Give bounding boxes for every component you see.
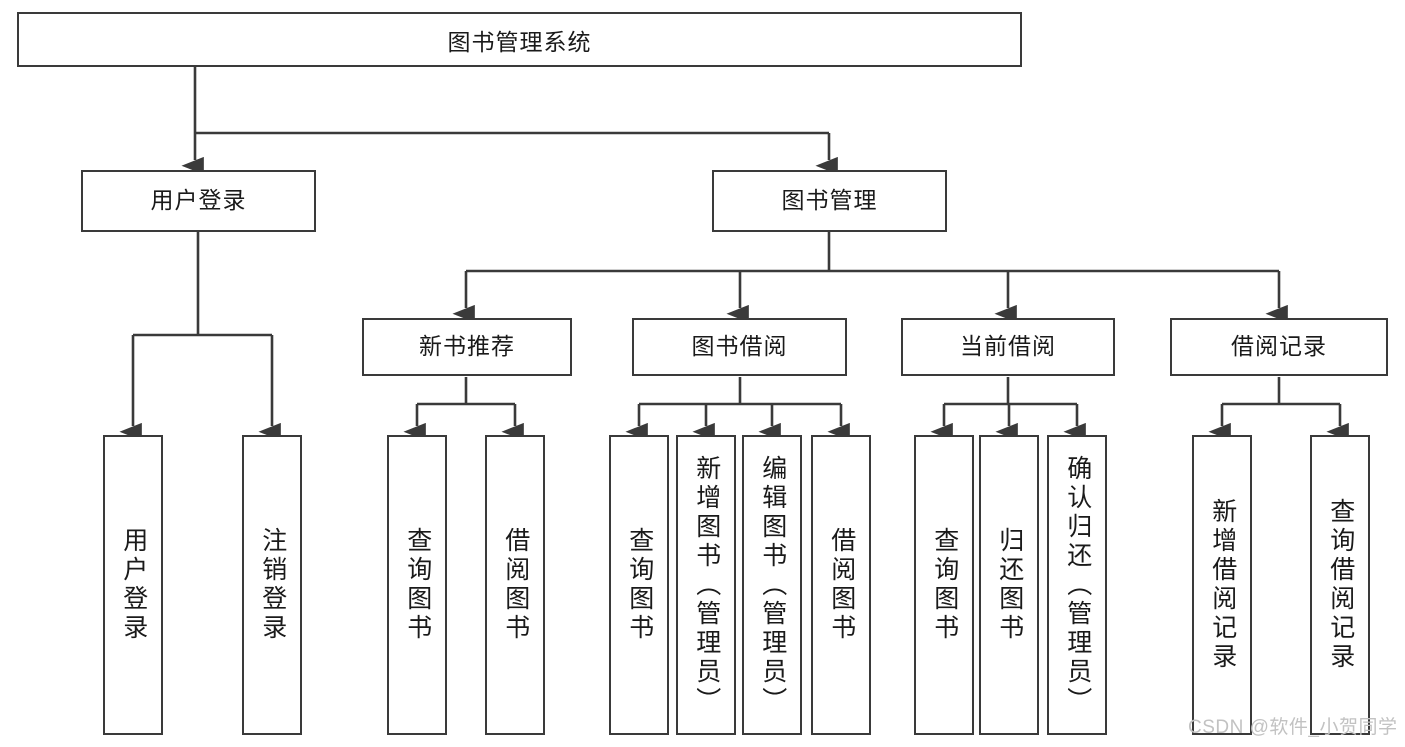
node-user-login[interactable]: 用户登录 bbox=[81, 170, 316, 232]
leaf-query-record[interactable]: 查询借阅记录 bbox=[1310, 435, 1370, 735]
node-current-borrow-label: 当前借阅 bbox=[960, 333, 1056, 360]
leaf-query-book-1-label: 查询图书 bbox=[403, 527, 432, 643]
leaf-query-book-3[interactable]: 查询图书 bbox=[914, 435, 974, 735]
leaf-borrow-book-2[interactable]: 借阅图书 bbox=[811, 435, 871, 735]
leaf-add-record[interactable]: 新增借阅记录 bbox=[1192, 435, 1252, 735]
leaf-return-book-label: 归还图书 bbox=[995, 527, 1024, 643]
leaf-logout-login-label: 注销登录 bbox=[258, 527, 287, 643]
leaf-query-book-3-label: 查询图书 bbox=[930, 527, 959, 643]
node-book-borrow-label: 图书借阅 bbox=[691, 333, 788, 360]
leaf-query-book-2[interactable]: 查询图书 bbox=[609, 435, 669, 735]
leaf-edit-book[interactable]: 编辑图书（管理员） bbox=[742, 435, 802, 735]
leaf-edit-book-label: 编辑图书（管理员） bbox=[758, 454, 787, 716]
leaf-query-book-2-label: 查询图书 bbox=[625, 527, 654, 643]
node-book-borrow[interactable]: 图书借阅 bbox=[632, 318, 847, 376]
leaf-user-login[interactable]: 用户登录 bbox=[103, 435, 163, 735]
leaf-query-record-label: 查询借阅记录 bbox=[1326, 498, 1355, 672]
node-book-manage[interactable]: 图书管理 bbox=[712, 170, 947, 232]
leaf-borrow-book-1-label: 借阅图书 bbox=[501, 527, 530, 643]
node-new-book-recommend-label: 新书推荐 bbox=[419, 333, 515, 360]
node-new-book-recommend[interactable]: 新书推荐 bbox=[362, 318, 572, 376]
node-user-login-label: 用户登录 bbox=[150, 187, 247, 214]
leaf-add-record-label: 新增借阅记录 bbox=[1208, 498, 1237, 672]
leaf-user-login-label: 用户登录 bbox=[119, 527, 148, 643]
node-root-system[interactable]: 图书管理系统 bbox=[17, 12, 1022, 67]
leaf-confirm-return[interactable]: 确认归还（管理员） bbox=[1047, 435, 1107, 735]
node-borrow-record[interactable]: 借阅记录 bbox=[1170, 318, 1388, 376]
leaf-add-book[interactable]: 新增图书（管理员） bbox=[676, 435, 736, 735]
node-root-label: 图书管理系统 bbox=[447, 28, 592, 55]
leaf-query-book-1[interactable]: 查询图书 bbox=[387, 435, 447, 735]
csdn-watermark: CSDN @软件_小贺同学 bbox=[1188, 717, 1398, 738]
leaf-return-book[interactable]: 归还图书 bbox=[979, 435, 1039, 735]
node-book-manage-label: 图书管理 bbox=[781, 187, 878, 214]
node-current-borrow[interactable]: 当前借阅 bbox=[901, 318, 1115, 376]
node-borrow-record-label: 借阅记录 bbox=[1231, 333, 1327, 360]
leaf-confirm-return-label: 确认归还（管理员） bbox=[1063, 454, 1092, 716]
leaf-borrow-book-2-label: 借阅图书 bbox=[827, 527, 856, 643]
leaf-borrow-book-1[interactable]: 借阅图书 bbox=[485, 435, 545, 735]
leaf-logout-login[interactable]: 注销登录 bbox=[242, 435, 302, 735]
leaf-add-book-label: 新增图书（管理员） bbox=[692, 454, 721, 716]
